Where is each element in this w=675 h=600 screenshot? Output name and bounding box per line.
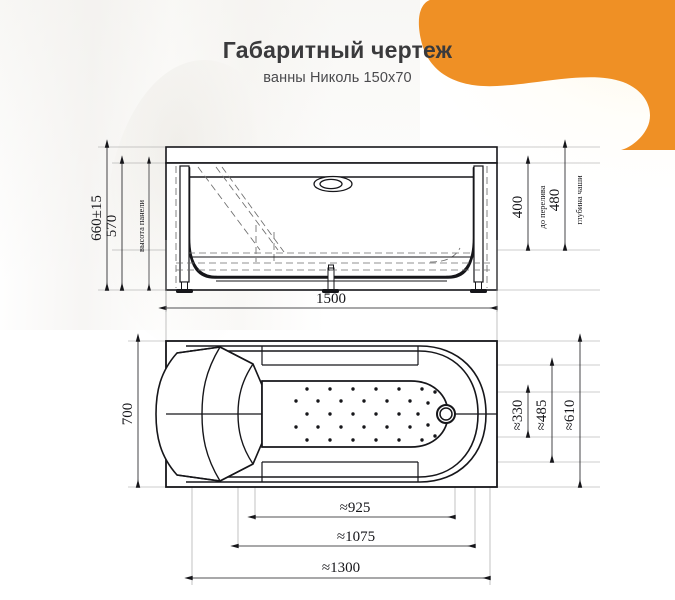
dim-inner-length-c: ≈1300 (184, 560, 491, 581)
dim-bowl-depth: 480 (547, 139, 568, 251)
caption-to-overflow: до перелива (538, 185, 547, 228)
dim-inner-length-b-label: ≈1075 (337, 529, 375, 545)
dim-inner-width-a: ≈330 (510, 384, 531, 438)
overflow-ellipse (313, 175, 353, 193)
dim-inner-width-a-label: ≈330 (510, 400, 526, 431)
dim-inner-length-a-label: ≈925 (340, 500, 371, 516)
elevation-view-group (98, 146, 600, 312)
drain-circle (436, 404, 456, 424)
dim-panel-height-label: 570 (104, 215, 120, 238)
dim-inner-width-b: ≈485 (534, 357, 555, 463)
dim-plan-width-label: 700 (120, 403, 136, 426)
antislip-dot-pattern (294, 387, 437, 442)
dim-overall-length-label: 1500 (316, 291, 346, 307)
caption-to-overflow-label: до перелива (538, 185, 547, 228)
plan-structure-lines (166, 346, 497, 482)
header-block: Габаритный чертеж ванны Николь 150х70 (0, 36, 675, 88)
dim-inner-length-b: ≈1075 (230, 529, 476, 549)
dim-to-overflow-label: 400 (510, 196, 526, 219)
caption-bowl-depth-label: глубина чаши (575, 175, 584, 225)
dim-inner-width-b-label: ≈485 (534, 400, 550, 431)
dim-inner-length-c-label: ≈1300 (322, 560, 360, 576)
dim-overall-length: 1500 (158, 291, 498, 311)
dim-to-overflow: 400 (510, 155, 531, 251)
caption-bowl-depth: глубина чаши (575, 175, 584, 225)
page-subtitle: ванны Николь 150х70 (263, 70, 412, 86)
dim-inner-length-a: ≈925 (247, 500, 456, 520)
dim-inner-width-c-label: ≈610 (562, 400, 578, 431)
caption-panel-height-label: высота панели (137, 199, 146, 252)
dim-total-height-label: 660±15 (89, 195, 105, 241)
page-title: Габаритный чертеж (222, 37, 453, 63)
plan-dimensions: 700 ≈330 ≈485 ≈610 ≈925 (120, 333, 583, 581)
dim-inner-width-c: ≈610 (562, 333, 583, 488)
dim-plan-width: 700 (120, 333, 141, 488)
plan-view-group (128, 240, 600, 585)
caption-panel-height: высота панели (137, 156, 151, 291)
bowl-floor-outline (261, 380, 449, 448)
dim-bowl-depth-label: 480 (547, 189, 563, 212)
